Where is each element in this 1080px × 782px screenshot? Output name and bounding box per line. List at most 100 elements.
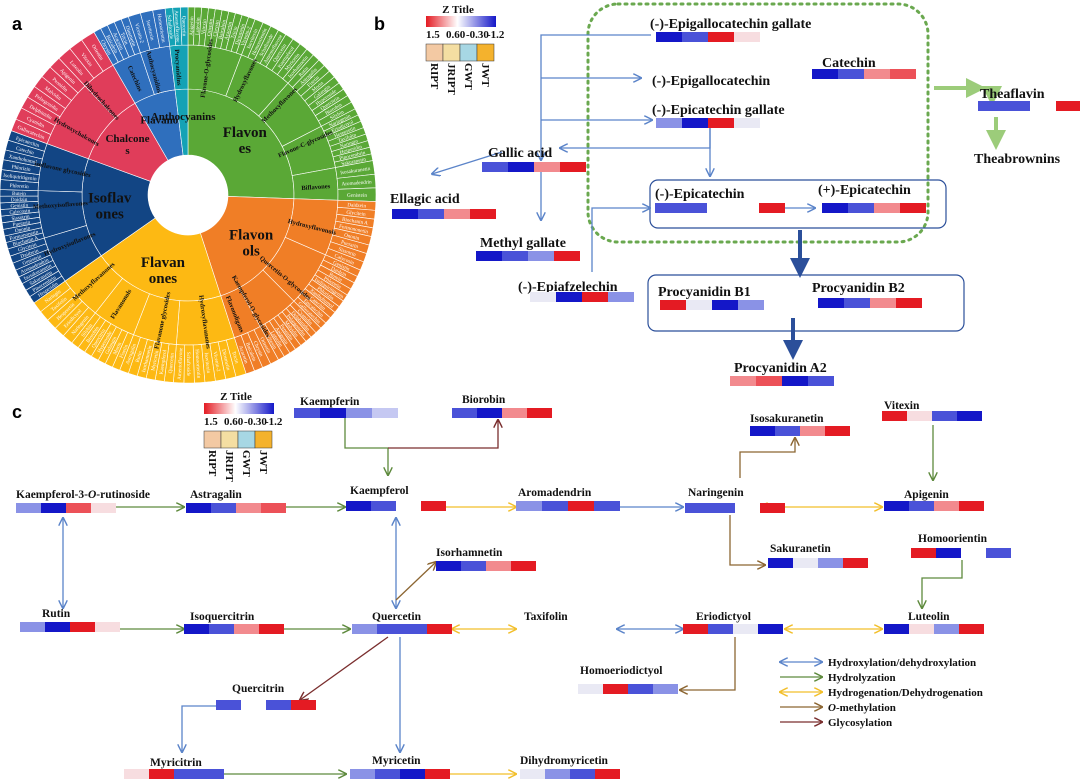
compound-label-theaflavin: Theaflavin	[980, 87, 1045, 102]
heatmap-cell-theaflavin	[1056, 101, 1080, 111]
heatmap-cell-catechin	[890, 69, 916, 79]
sunburst-compound-label: Quercetin	[180, 16, 186, 37]
compound-label-eriodictyol: Eriodictyol	[696, 611, 751, 623]
heatmap-cell-kaempferol	[346, 501, 371, 511]
sunburst-compound-label: Glycitein	[17, 242, 38, 254]
heatmap-cell-myricetin	[375, 769, 400, 779]
panel-label-b: b	[374, 14, 385, 34]
heatmap-cell-catechin	[812, 69, 838, 79]
sunburst-compound-label: Naringin	[339, 138, 359, 149]
sunburst-compound-label: Schaftoside	[185, 352, 192, 377]
heat-legend-tick: -0.30	[244, 416, 267, 428]
sunburst-compound-label: Isoliquiritigenin	[3, 173, 37, 183]
sunburst-hole	[148, 155, 228, 235]
heat-legend-tick: 0.60	[446, 29, 466, 41]
heatmap-cell-naringenin	[735, 503, 760, 513]
sunburst-compound-label: Fisetin	[119, 343, 130, 359]
sunburst-compound-label: Acacetin	[224, 21, 234, 41]
heatmap-cell-quercetin	[352, 624, 377, 634]
sunburst-compound-label: Amentoflavone	[176, 347, 185, 380]
heatmap-cell-kaempferol	[371, 501, 396, 511]
compound-label-pa2: Procyanidin A2	[734, 361, 827, 376]
sunburst-compound-label: Homoorientin	[156, 13, 167, 43]
heatmap-cell-isoquercitrin	[209, 624, 234, 634]
sunburst-compound-label: Isovitexin	[145, 20, 156, 42]
compound-label-taxifolin: Taxifolin	[524, 611, 568, 623]
heatmap-cell-k3r	[16, 503, 41, 513]
sunburst-compound-label: Chrysin	[212, 19, 221, 37]
heatmap-cell-rutin	[95, 622, 120, 632]
heatmap-cell-ecg	[734, 118, 760, 128]
heat-legend-tick: 1.5	[426, 29, 440, 41]
sunburst-compound-label: Isovitexin	[203, 352, 211, 374]
compound-label-quercitrin: Quercitrin	[232, 683, 285, 695]
legend-glycosylation: Glycosylation	[828, 717, 892, 729]
sunburst-class-label: Flavanols	[140, 115, 186, 127]
heatmap-cell-sakuranetin	[843, 558, 868, 568]
heatmap-cell-isosakuranetin	[750, 426, 775, 436]
sunburst-compound-label: Schaftoside	[166, 15, 175, 40]
heatmap-cell-catechin	[864, 69, 890, 79]
heatmap-cell-apigenin	[934, 501, 959, 511]
sample-key-swatch	[476, 43, 495, 62]
sunburst-compound-label: Genistein	[347, 193, 367, 199]
sunburst-subclass-label: Methoxyisoflavones	[33, 200, 89, 211]
heatmap-cell-aromadendrin	[568, 501, 594, 511]
compound-label-homoorientin: Homoorientin	[918, 533, 988, 545]
sunburst-compound-label: Orientin	[206, 18, 214, 36]
catechin-group-box	[586, 2, 930, 244]
heatmap-cell-naringenin	[710, 503, 735, 513]
panel-b-arrows	[432, 34, 1006, 360]
heatmap-cell-myricitrin	[199, 769, 224, 779]
heatmap-cell-homoeriodictyol	[603, 684, 628, 694]
heatmap-cell-ec	[655, 203, 681, 213]
heatmap-cell-pb1	[738, 300, 764, 310]
heatmap-cell-pa2	[808, 376, 834, 386]
heatmap-cell-biorobin	[502, 408, 527, 418]
compound-label-quercetin: Quercetin	[372, 611, 422, 623]
compound-label-sakuranetin: Sakuranetin	[770, 543, 831, 555]
sunburst-compound-label: Homoorientin	[194, 349, 202, 379]
heatmap-cell-quercitrin	[291, 700, 316, 710]
heatmap-cell-methylgallate	[554, 251, 580, 261]
heatmap-cell-biorobin	[452, 408, 477, 418]
compound-label-kaempferol: Kaempferol	[350, 485, 409, 497]
heatmap-cell-myricetin	[350, 769, 375, 779]
sunburst-subclass-label: Procyanidins	[173, 49, 183, 86]
heatmap-cell-theaflavin	[978, 101, 1004, 111]
sunburst-compound-label: Sakuranetin	[341, 157, 367, 168]
heatmap-cell-pb1	[686, 300, 712, 310]
compound-label-isoquercitrin: Isoquercitrin	[190, 611, 255, 623]
compound-label-kaempferin: Kaempferin	[300, 396, 360, 408]
sunburst-compound-label: Phloretin	[10, 183, 30, 190]
sunburst-compound-label: Isosakuranetin	[340, 166, 371, 176]
sample-key-swatch	[237, 430, 256, 449]
heatmap-cell-quercitrin	[241, 700, 266, 710]
sunburst-compound-label: Puerarin	[340, 239, 359, 250]
compound-label-theabrownins: Theabrownins	[974, 152, 1061, 167]
heatmap-cell-astragalin	[211, 503, 236, 513]
heatmap-cell-pb2	[896, 298, 922, 308]
sunburst-compound-label: Amentoflavone	[173, 10, 182, 43]
sample-key-label: JWT	[257, 450, 269, 475]
heatmap-cell-ellagic	[470, 209, 496, 219]
heatmap-cell-myricetin	[400, 769, 425, 779]
sunburst-compound-label: Daidzin	[11, 197, 28, 203]
heatmap-cell-theaflavin	[1030, 101, 1056, 111]
heatmap-cell-pb2	[870, 298, 896, 308]
sample-key-swatch	[459, 43, 478, 62]
heatmap-cell-isosakuranetin	[800, 426, 825, 436]
sample-key-label: GWT	[240, 450, 252, 478]
sunburst-compound-label: Luteolin	[195, 17, 202, 35]
heatmap-cell-pb2	[818, 298, 844, 308]
heatmap-cell-sakuranetin	[768, 558, 793, 568]
heatmap-cell-isosakuranetin	[825, 426, 850, 436]
heatmap-cell-k3r	[41, 503, 66, 513]
heatmap-cell-rutin	[70, 622, 95, 632]
sunburst-class-label: Flavan	[141, 255, 186, 271]
heatmap-cell-eriodictyol	[708, 624, 733, 634]
heatmap-cell-quercitrin	[216, 700, 241, 710]
sunburst-subclass-label: Biflavones	[301, 183, 331, 192]
panel-c-arrows	[63, 418, 963, 774]
